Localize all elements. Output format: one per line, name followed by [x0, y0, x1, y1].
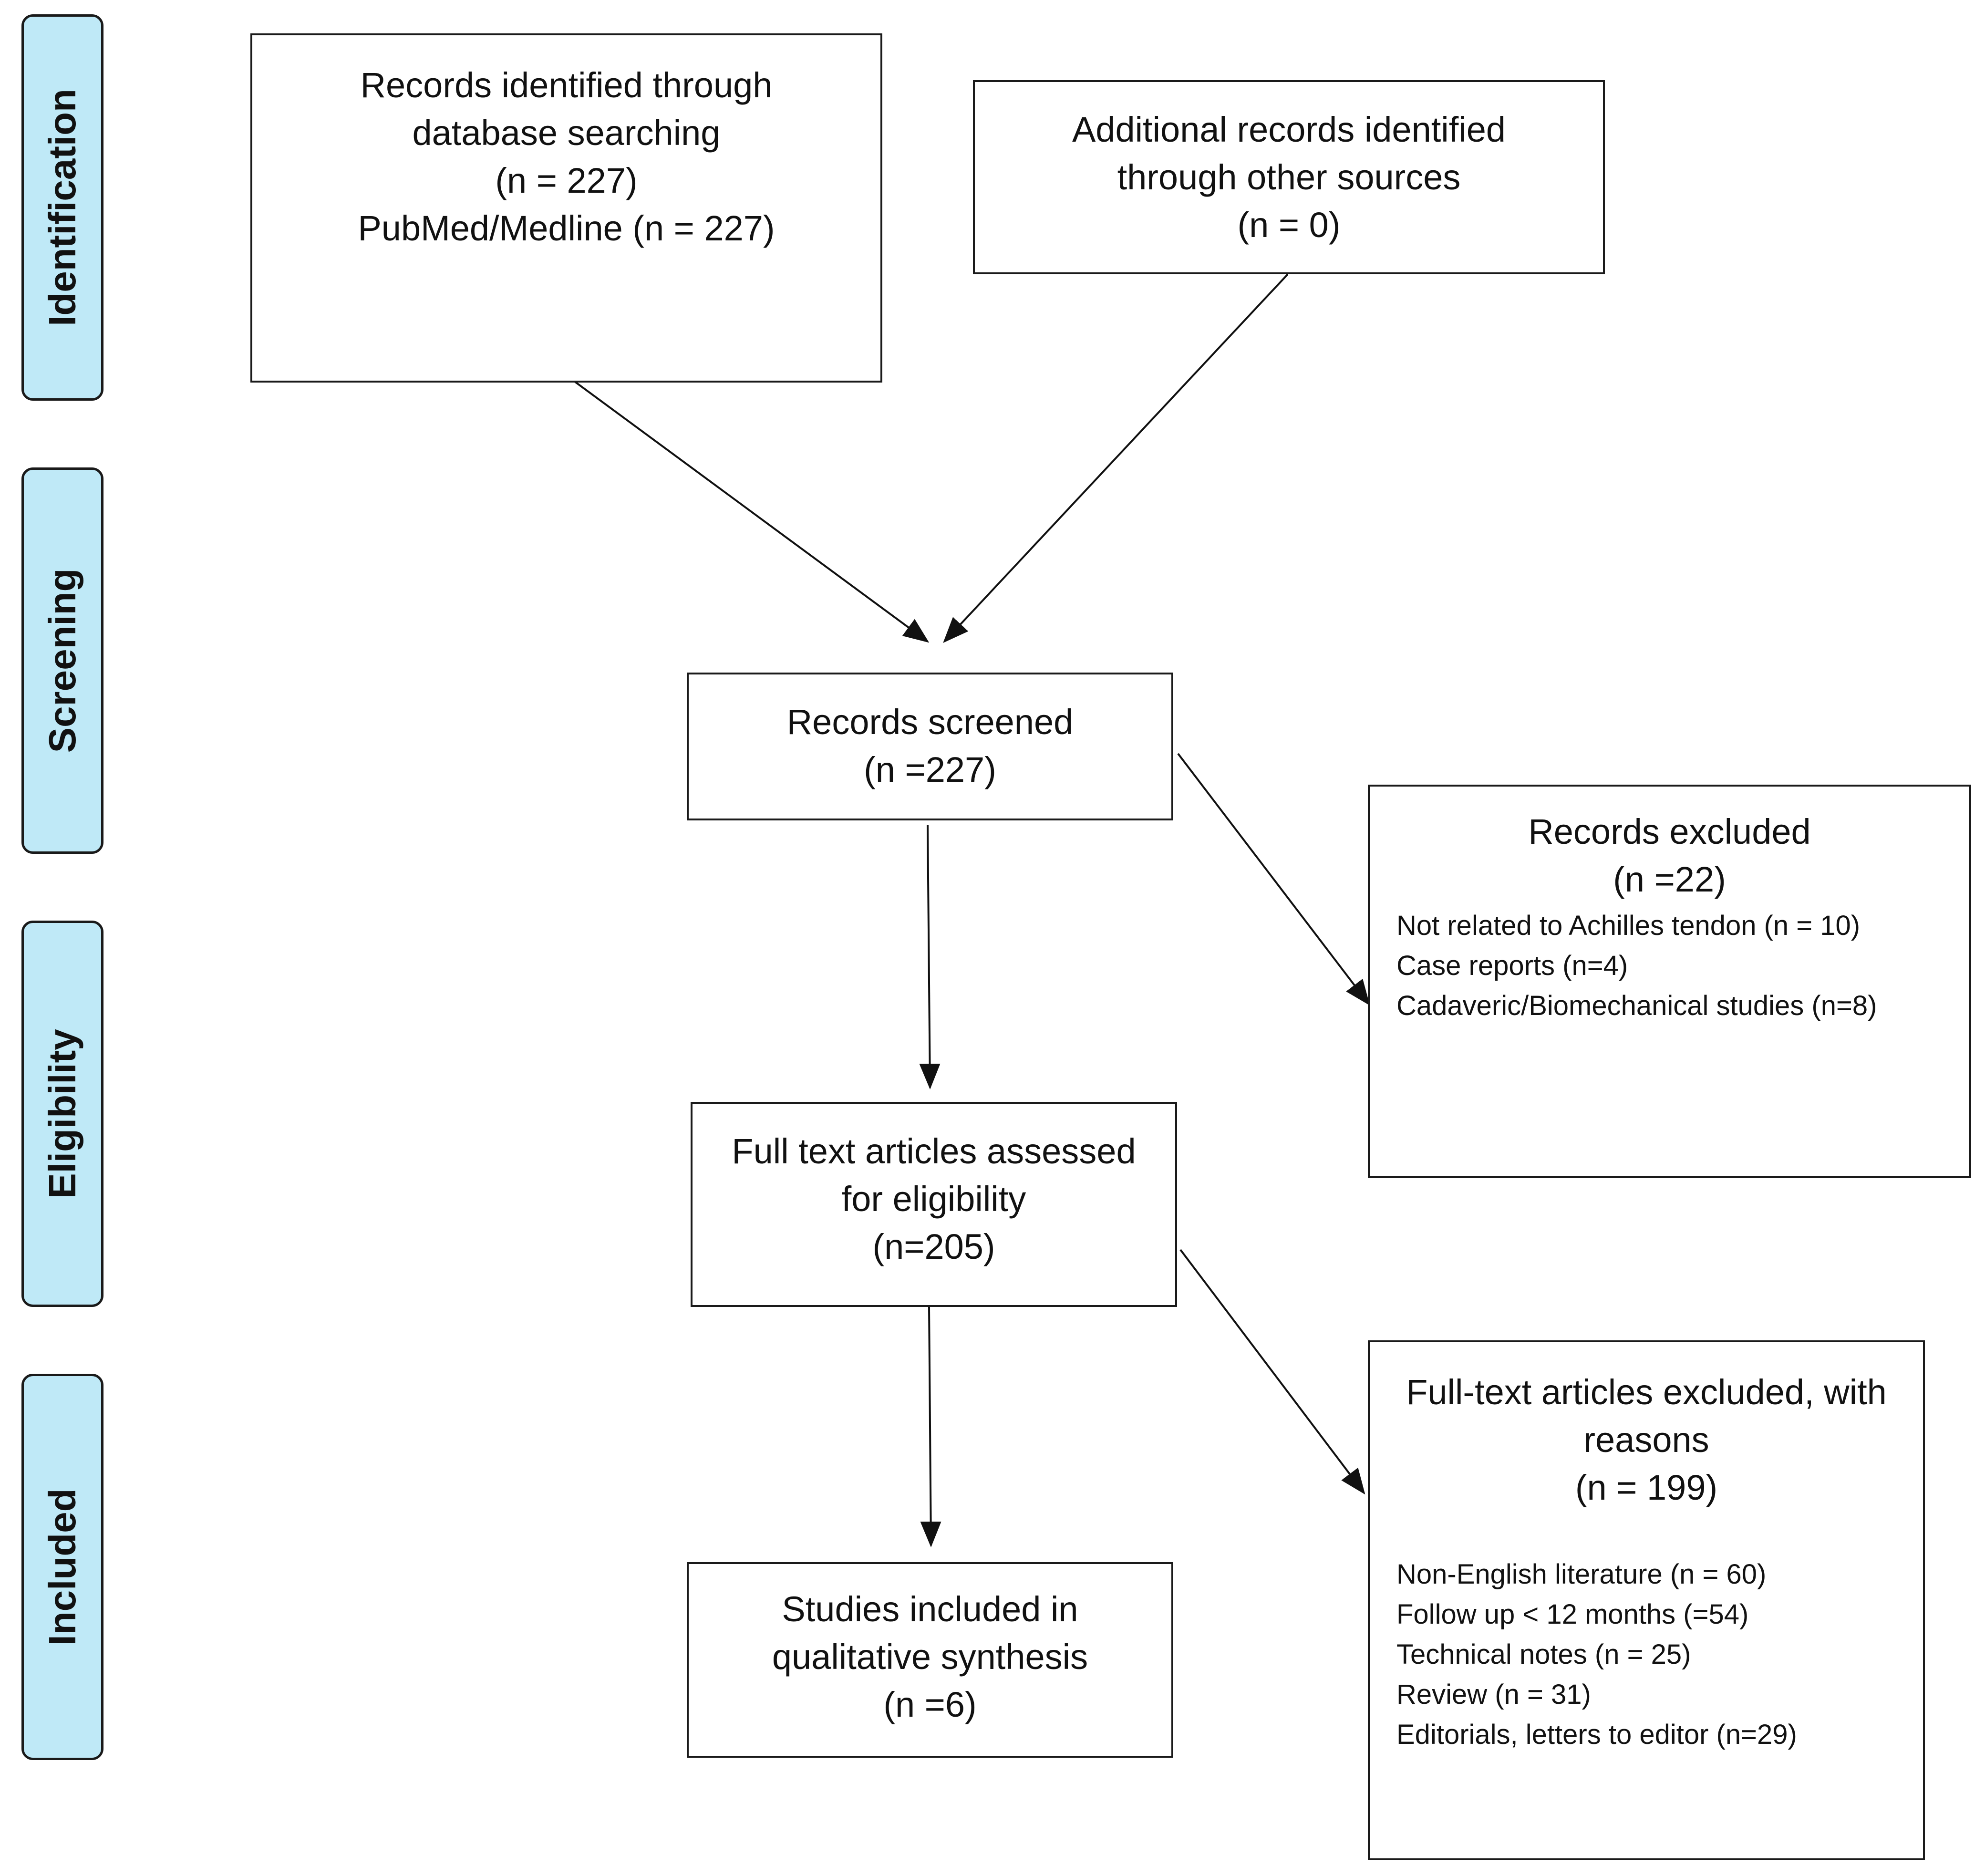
- full-text-excluded-box: Full-text articles excluded, with reason…: [1368, 1340, 1925, 1860]
- arrow-additional-to-screened: [943, 273, 1289, 643]
- box-line: through other sources: [1117, 157, 1461, 197]
- reason-item: Case reports (n=4): [1396, 950, 1628, 981]
- reason-item: Non-English literature (n = 60): [1396, 1559, 1767, 1590]
- database-records-box: Records identified through database sear…: [250, 33, 882, 383]
- box-line: database searching: [412, 113, 721, 153]
- box-line: qualitative synthesis: [772, 1637, 1088, 1677]
- box-line: for eligibility: [841, 1179, 1026, 1219]
- reason-item: Review (n = 31): [1396, 1679, 1591, 1710]
- arrow-screened-to-assessed: [919, 825, 941, 1089]
- box-line: (n = 199): [1575, 1468, 1718, 1507]
- records-screened-text: Records screened (n =227): [689, 698, 1171, 794]
- records-screened-box: Records screened (n =227): [687, 673, 1173, 820]
- box-line: reasons: [1583, 1420, 1709, 1460]
- stage-tab-eligibility: Eligibility: [21, 921, 103, 1307]
- records-excluded-heading: Records excluded (n =22): [1370, 808, 1969, 903]
- box-line: Full text articles assessed: [732, 1131, 1136, 1171]
- box-line: Records screened: [786, 702, 1074, 742]
- records-excluded-reasons: Not related to Achilles tendon (n = 10) …: [1396, 906, 1877, 1026]
- additional-records-box: Additional records identified through ot…: [973, 80, 1605, 274]
- studies-included-box: Studies included in qualitative synthesi…: [687, 1562, 1173, 1758]
- full-text-excluded-reasons: Non-English literature (n = 60) Follow u…: [1396, 1555, 1797, 1755]
- box-line: PubMed/Medline (n = 227): [358, 208, 775, 248]
- reason-item: Technical notes (n = 25): [1396, 1639, 1691, 1670]
- arrow-database-to-screened: [574, 381, 930, 643]
- records-excluded-box: Records excluded (n =22) Not related to …: [1368, 785, 1971, 1178]
- box-line: (n = 227): [495, 161, 638, 200]
- box-line: (n =22): [1613, 860, 1726, 899]
- arrow-assessed-to-included: [920, 1306, 941, 1547]
- arrow-screened-to-excluded: [1177, 753, 1370, 1006]
- box-line: Full-text articles excluded, with: [1406, 1372, 1887, 1412]
- reason-item: Not related to Achilles tendon (n = 10): [1396, 910, 1861, 941]
- reason-item: Editorials, letters to editor (n=29): [1396, 1719, 1797, 1750]
- full-text-assessed-box: Full text articles assessed for eligibil…: [691, 1102, 1177, 1307]
- reason-item: Follow up < 12 months (=54): [1396, 1599, 1749, 1630]
- reason-item: Cadaveric/Biomechanical studies (n=8): [1396, 990, 1877, 1021]
- box-line: Studies included in: [782, 1589, 1078, 1629]
- full-text-excluded-heading: Full-text articles excluded, with reason…: [1370, 1368, 1923, 1512]
- box-line: Records excluded: [1528, 812, 1811, 851]
- database-records-text: Records identified through database sear…: [252, 62, 880, 252]
- box-line: (n=205): [872, 1227, 995, 1266]
- stage-tab-identification: Identification: [21, 14, 103, 401]
- full-text-assessed-text: Full text articles assessed for eligibil…: [693, 1128, 1175, 1271]
- box-line: (n =227): [864, 750, 996, 789]
- box-line: Records identified through: [360, 65, 773, 105]
- arrow-assessed-to-excluded: [1179, 1249, 1365, 1495]
- box-line: Additional records identified: [1072, 110, 1506, 149]
- box-line: (n =6): [883, 1685, 977, 1724]
- studies-included-text: Studies included in qualitative synthesi…: [689, 1586, 1171, 1729]
- box-line: (n = 0): [1237, 205, 1341, 245]
- additional-records-text: Additional records identified through ot…: [975, 106, 1603, 249]
- stage-tab-included: Included: [21, 1374, 103, 1760]
- stage-tab-screening: Screening: [21, 467, 103, 854]
